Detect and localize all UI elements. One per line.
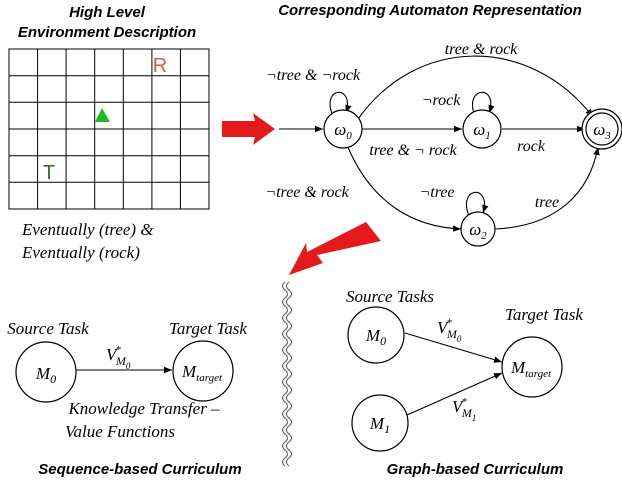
w1-w3-label: rock (517, 138, 546, 155)
knowledge-transfer-caption-line2: Value Functions (65, 422, 175, 441)
w0-self-loop (329, 91, 352, 117)
graph-target-task-label: Target Task (505, 305, 583, 324)
sequence-value-label: V*M0 (106, 344, 131, 371)
source-task-label: Source Task (7, 319, 89, 338)
formula-line1: Eventually (tree) & (21, 220, 154, 239)
rock-marker: R (153, 55, 167, 77)
sequence-curriculum-panel: Source Task Target Task V*M0 M0 Mtarget … (7, 319, 247, 478)
w2-w3-edge (494, 146, 600, 230)
state-w1: ω1 (462, 109, 502, 149)
m0-node: M0 (15, 341, 77, 403)
w2-self-label: ¬tree (419, 184, 454, 201)
divider-wave-right (286, 281, 292, 467)
graph-mtarget-node: Mtarget (501, 336, 563, 398)
environment-grid (8, 48, 210, 210)
w1-self-label: ¬rock (422, 92, 462, 109)
mtarget-node: Mtarget (172, 340, 234, 402)
graph-curriculum-panel: Source Tasks Target Task V*M0 V*M1 M0 M1… (346, 287, 583, 478)
m0-to-target-arrow (404, 332, 503, 363)
red-arrow-right-icon (222, 113, 275, 145)
w2-self-loop (466, 191, 489, 217)
w0-w2-label: ¬tree & rock (265, 184, 349, 201)
environment-header-line2: Environment Description (18, 24, 196, 41)
m1-to-target-arrow (406, 372, 503, 416)
automaton-header: Corresponding Automaton Representation (278, 2, 582, 19)
state-w2: ω2 (460, 211, 496, 247)
formula-line2: Eventually (rock) (21, 243, 140, 262)
target-task-label: Target Task (169, 319, 247, 338)
w2-w3-label: tree (535, 194, 559, 211)
environment-header-line1: High Level (69, 4, 146, 21)
graph-m0-node: M0 (347, 306, 405, 364)
graph-curriculum-title: Graph-based Curriculum (387, 461, 564, 478)
w0-w3-label: tree & rock (445, 41, 518, 58)
w0-self-label: ¬tree & ¬rock (266, 67, 361, 84)
sequence-curriculum-title: Sequence-based Curriculum (38, 461, 241, 478)
agent-triangle-icon (95, 108, 110, 122)
graph-value1-label: V*M1 (452, 396, 476, 423)
divider-wave-left (282, 281, 288, 467)
svg-text:M1: M1 (369, 414, 390, 436)
red-arrow-down-left-icon (289, 222, 381, 275)
knowledge-transfer-caption-line1: Knowledge Transfer – (67, 399, 220, 418)
source-tasks-label: Source Tasks (346, 287, 434, 306)
environment-panel: High Level Environment Description R T E… (8, 4, 210, 262)
svg-text:M0: M0 (35, 364, 56, 386)
graph-m1-node: M1 (351, 394, 409, 452)
graph-value0-label: V*M0 (437, 317, 462, 344)
automaton-panel: Corresponding Automaton Representation ¬… (265, 2, 622, 247)
w0-w1-label: tree & ¬ rock (369, 142, 457, 159)
state-w0: ω0 (323, 109, 363, 149)
w1-self-loop (472, 91, 495, 117)
w0-w2-edge (346, 144, 462, 232)
svg-text:M0: M0 (365, 326, 386, 348)
svg-text:ω0: ω0 (334, 120, 352, 142)
w0-w3-edge (355, 55, 594, 123)
state-w3-accepting: ω3 (581, 108, 622, 150)
svg-text:ω1: ω1 (473, 120, 491, 142)
svg-text:Mtarget: Mtarget (510, 358, 552, 380)
svg-text:ω3: ω3 (593, 120, 611, 142)
svg-text:Mtarget: Mtarget (181, 362, 223, 384)
tree-marker: T (43, 162, 55, 184)
svg-text:ω2: ω2 (469, 220, 487, 242)
